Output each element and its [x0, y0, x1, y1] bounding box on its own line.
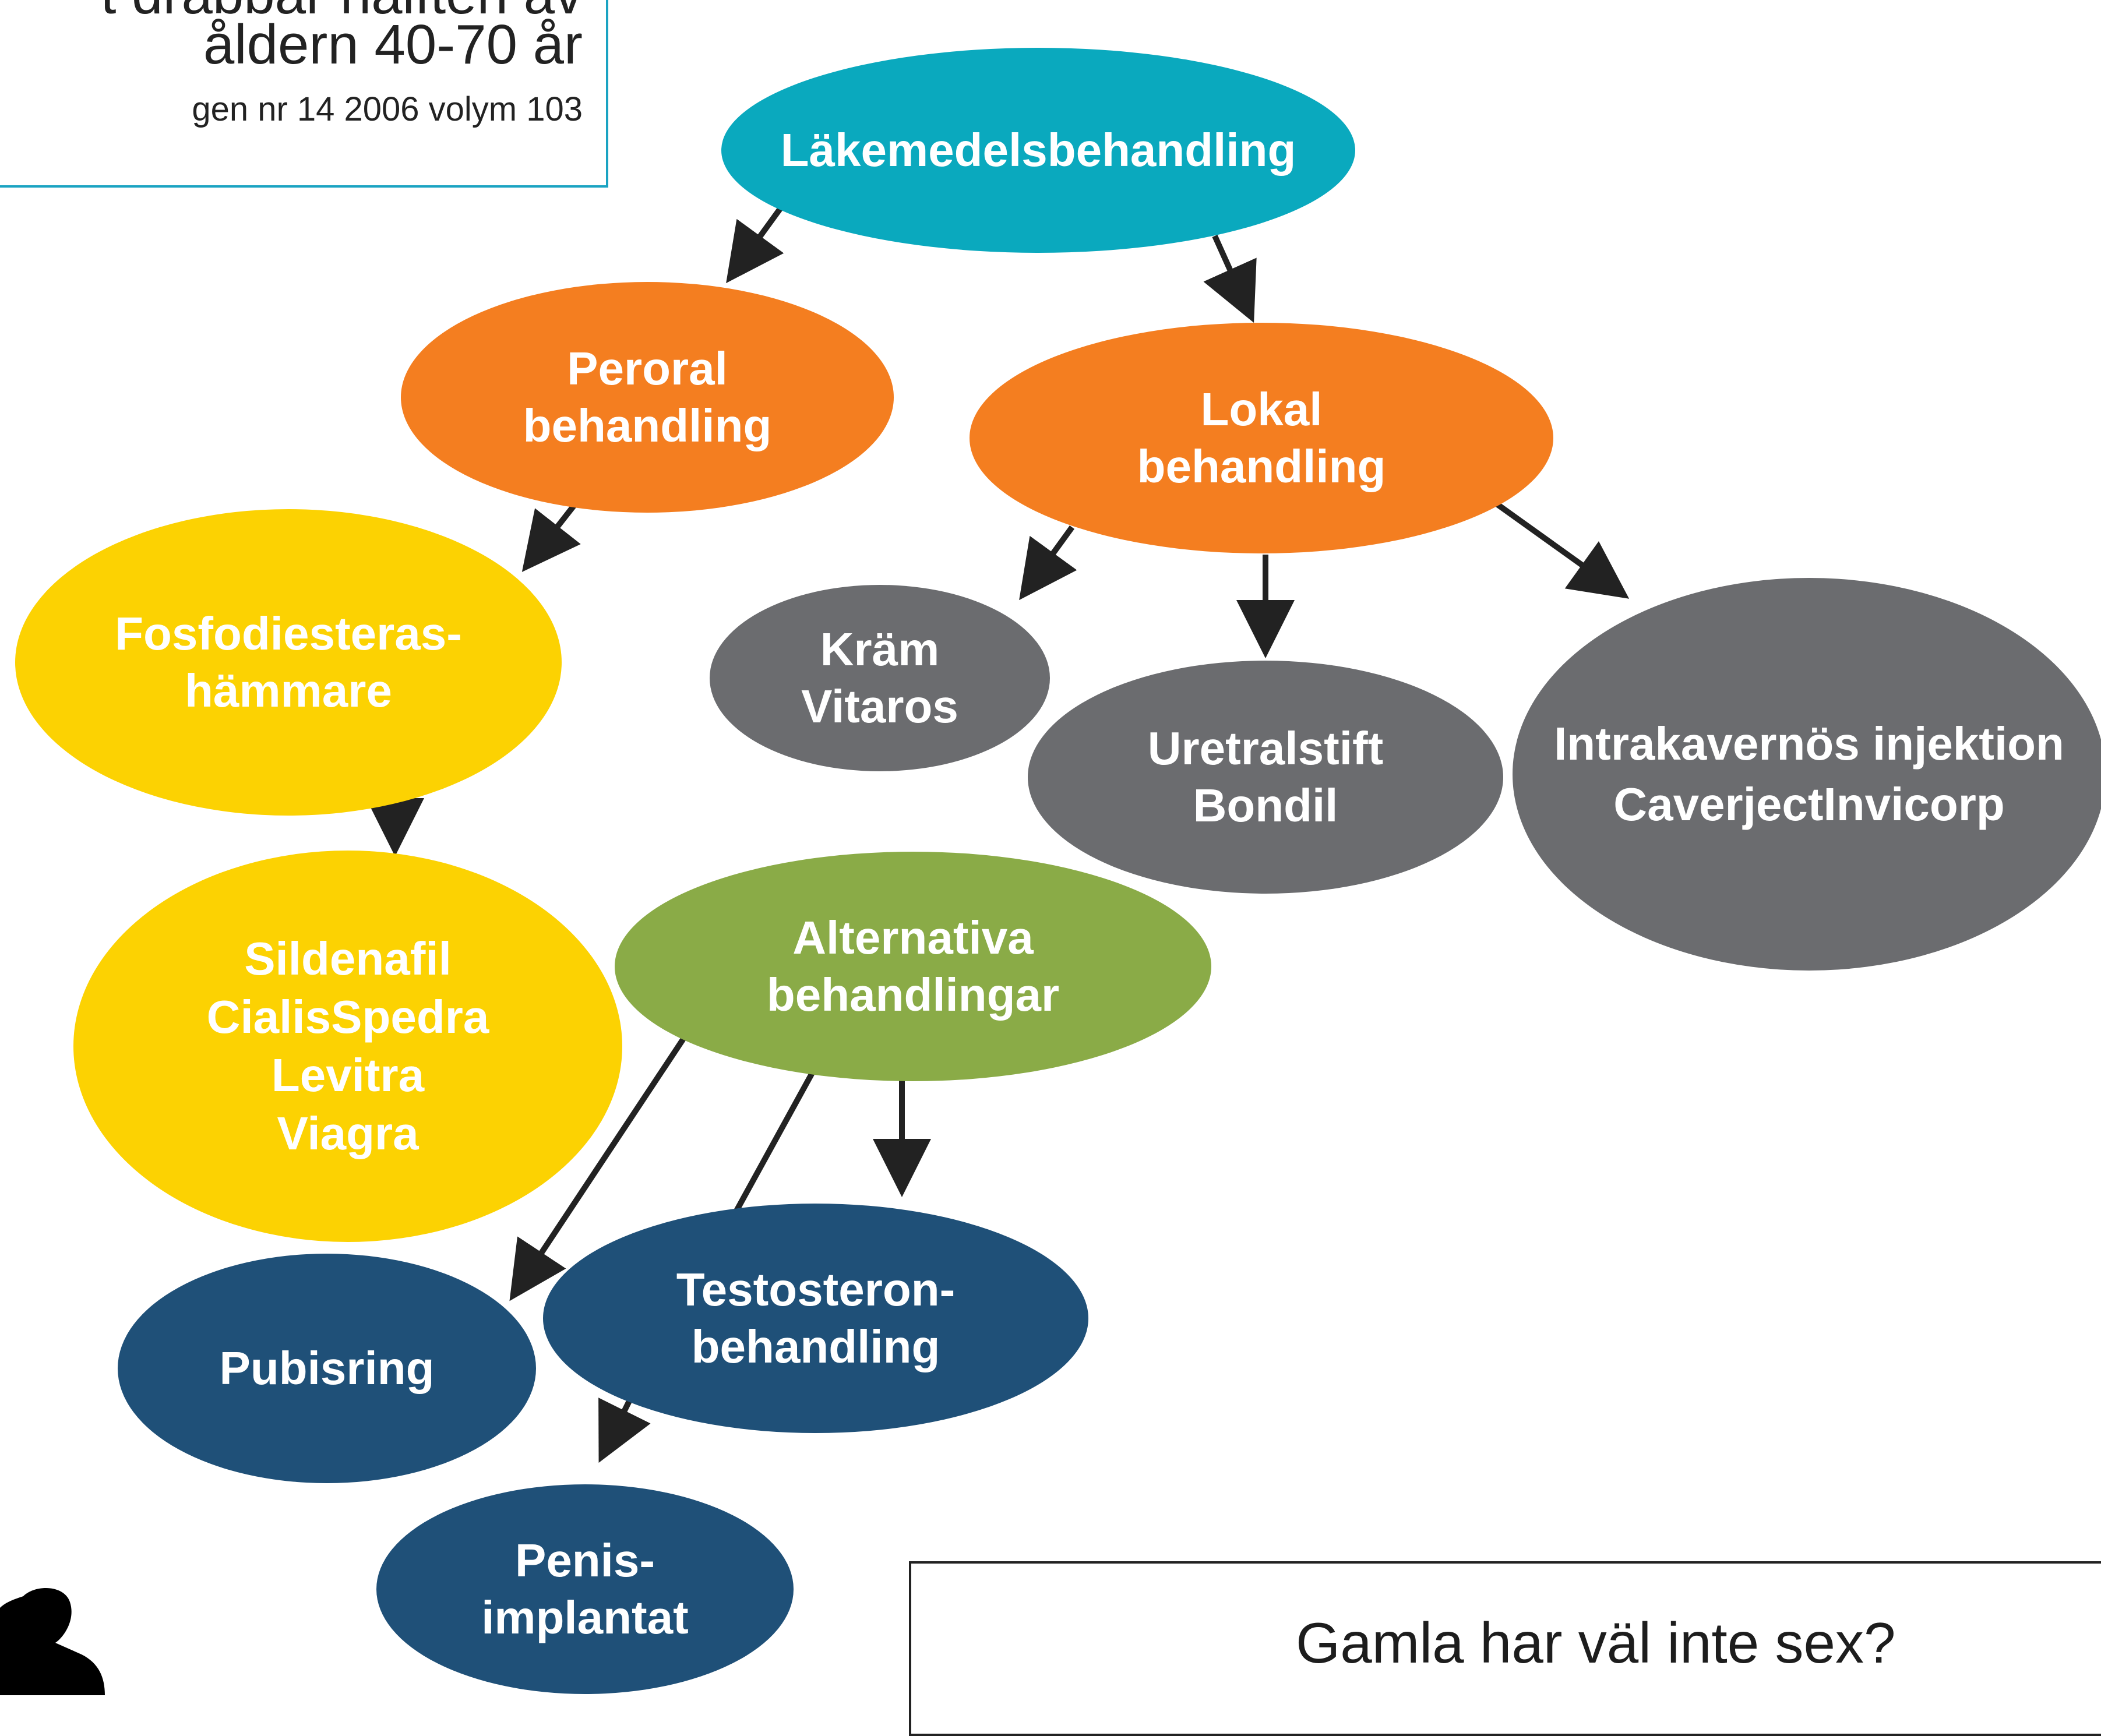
node-label: CialisSpedra [206, 991, 489, 1043]
node-label: Alternativa [792, 912, 1034, 964]
arrow-lakemedel-lokal [1203, 234, 1257, 323]
node-label: behandling [523, 400, 772, 451]
node-label: Sildenafil [244, 933, 452, 985]
node-label: Fosfodiesteras- [115, 608, 462, 660]
person-silhouette-icon [0, 1588, 105, 1695]
node-pubisring: Pubisring [118, 1254, 536, 1483]
node-label: Bondil [1193, 779, 1338, 831]
quote-source: gen nr 14 2006 volym 103 [192, 90, 583, 128]
node-label: Uretralstift [1147, 722, 1384, 775]
node-kram-vitaros: Kräm Vitaros [710, 585, 1050, 771]
arrow-alternativa-pubisring [509, 1035, 688, 1301]
node-label: Lokal [1200, 383, 1323, 436]
node-label: Pubisring [219, 1342, 435, 1394]
node-label: Intrakavernös injektion [1554, 718, 2064, 770]
node-label: Levitra [271, 1049, 425, 1101]
arrow-alternativa-testosteron [732, 1070, 816, 1215]
node-label: implantat [481, 1592, 689, 1643]
node-uretralstift-bondil: Uretralstift Bondil [1028, 661, 1503, 894]
node-label: Läkemedelsbehandling [780, 124, 1296, 176]
node-label: behandling [691, 1321, 940, 1372]
node-label: Kräm [820, 623, 940, 676]
node-intrakavernos-injektion: Intrakavernös injektion CaverjectInvicor… [1513, 578, 2101, 971]
quote-box: t drabbar hälften av åldern 40-70 år gen… [0, 0, 608, 188]
node-penisimplantat: Penis- implantat [376, 1484, 794, 1694]
node-label: hämmare [185, 665, 392, 717]
node-label: Viagra [277, 1107, 419, 1159]
node-sildenafil-list: Sildenafil CialisSpedra Levitra Viagra [73, 851, 622, 1242]
arrow-testosteron-penis [598, 1398, 651, 1463]
node-peroral-behandling: Peroral behandling [401, 282, 894, 513]
arrow-lokal-kram [1019, 525, 1077, 601]
caption-box: Gamla har väl inte sex? [909, 1561, 2101, 1736]
arrow-peroral-fosfo [521, 503, 581, 572]
node-label: behandlingar [766, 969, 1060, 1021]
node-label: Testosteron- [676, 1264, 956, 1316]
caption-text: Gamla har väl inte sex? [1296, 1611, 1896, 1675]
node-label: Vitaros [801, 680, 958, 732]
node-label: CaverjectInvicorp [1613, 778, 2005, 830]
node-alternativa-behandlingar: Alternativa behandlingar [615, 852, 1211, 1081]
arrow-lokal-intrakav [1481, 491, 1630, 599]
node-label: behandling [1137, 440, 1386, 492]
arrow-lakemedel-peroral [726, 202, 787, 284]
node-label: Peroral [567, 343, 728, 395]
node-label: Penis- [514, 1534, 655, 1587]
node-fosfodiesterashammare: Fosfodiesteras- hämmare [15, 509, 562, 816]
quote-line-1: t drabbar hälften av [101, 0, 583, 27]
node-testosteronbehandling: Testosteron- behandling [543, 1204, 1088, 1433]
node-lakemedelsbehandling: Läkemedelsbehandling [721, 48, 1355, 253]
quote-line-2: åldern 40-70 år [203, 13, 583, 76]
connector-arrows [366, 202, 1630, 1463]
node-lokal-behandling: Lokal behandling [970, 323, 1553, 553]
